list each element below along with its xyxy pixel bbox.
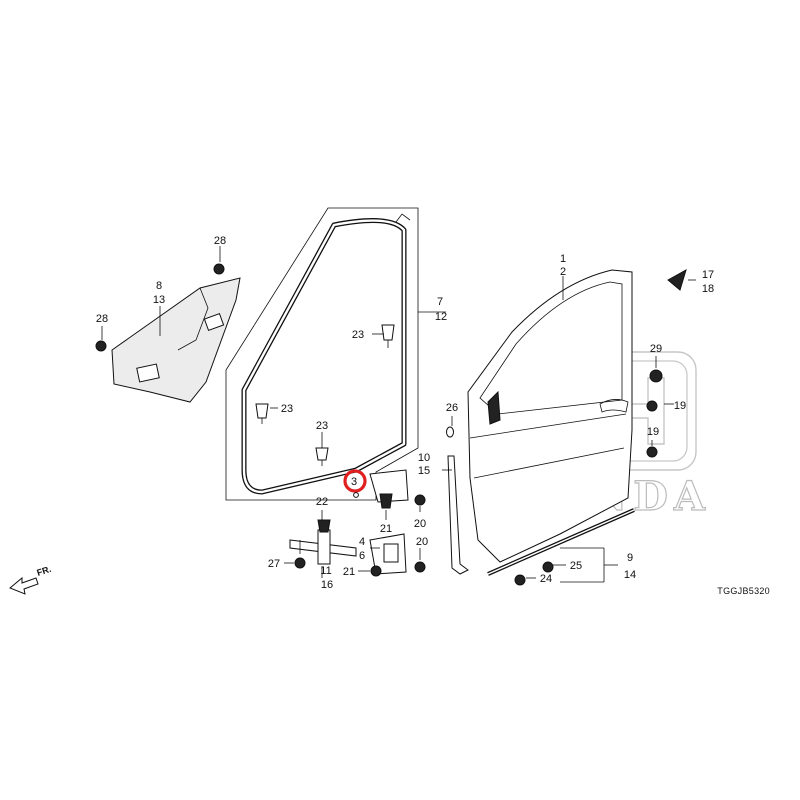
callout-label: 12	[435, 311, 447, 323]
callout-label: 13	[153, 294, 165, 306]
clip-icon	[542, 561, 554, 573]
highlight-ring	[343, 469, 367, 493]
highlighted-callout-label: 3	[351, 476, 357, 488]
bolt-icon	[294, 557, 306, 569]
callout-label: 6	[359, 550, 365, 562]
door-weatherstrip	[241, 213, 411, 495]
callout-label: 28	[96, 313, 108, 325]
callout-label: 9	[627, 552, 633, 564]
callout-label: 23	[281, 403, 293, 415]
cap-icon	[649, 369, 663, 383]
front-door-panel	[467, 269, 633, 563]
callout-label: 4	[359, 536, 365, 548]
nut-icon	[646, 400, 658, 412]
callout-label: 22	[316, 496, 328, 508]
front-indicator-label: FR.	[36, 564, 53, 578]
callout-label: 21	[380, 523, 392, 535]
door-checker	[289, 529, 357, 565]
callout-label: 28	[214, 235, 226, 247]
callout-label: 8	[156, 280, 162, 292]
grommet-icon	[446, 426, 454, 438]
leader-lines	[101, 246, 696, 583]
callout-label: 20	[414, 518, 426, 530]
bolt-icon	[379, 493, 393, 509]
callout-label: 18	[702, 283, 714, 295]
callout-label: 25	[570, 560, 582, 572]
bolt-icon	[414, 494, 426, 506]
callout-label: 23	[316, 420, 328, 432]
trim-cap-icon	[667, 268, 687, 291]
bolt-icon	[414, 561, 426, 573]
callout-label: 19	[647, 426, 659, 438]
clip-icon	[315, 447, 329, 466]
door-insulator-panel	[95, 263, 241, 403]
clip-icon	[381, 324, 395, 348]
callout-label: 19	[674, 400, 686, 412]
figure-code: TGGJB5320	[717, 586, 770, 596]
bolt-icon	[317, 519, 331, 533]
callout-label: 16	[321, 579, 333, 591]
callout-label: 26	[446, 402, 458, 414]
nut-icon	[646, 446, 658, 458]
callout-label: 15	[418, 465, 430, 477]
callout-label: 27	[268, 558, 280, 570]
callout-label: 1	[560, 253, 566, 265]
callout-label: 7	[437, 296, 443, 308]
front-direction-arrow: FR.	[9, 564, 53, 595]
callout-label: 29	[650, 343, 662, 355]
callout-label: 2	[560, 266, 566, 278]
callout-label: 10	[418, 452, 430, 464]
pin-icon	[353, 492, 359, 498]
door-hinge	[369, 469, 409, 575]
callout-label: 21	[343, 566, 355, 578]
bolt-icon	[370, 565, 382, 577]
clip-icon	[255, 403, 269, 424]
callout-label: 23	[352, 329, 364, 341]
callout-label: 24	[540, 573, 552, 585]
callout-label: 17	[702, 269, 714, 281]
clip-icon	[514, 574, 526, 586]
callout-label: 20	[416, 536, 428, 548]
run-channel	[447, 455, 469, 575]
callout-label: 14	[624, 569, 636, 581]
callout-label: 11	[320, 565, 331, 577]
